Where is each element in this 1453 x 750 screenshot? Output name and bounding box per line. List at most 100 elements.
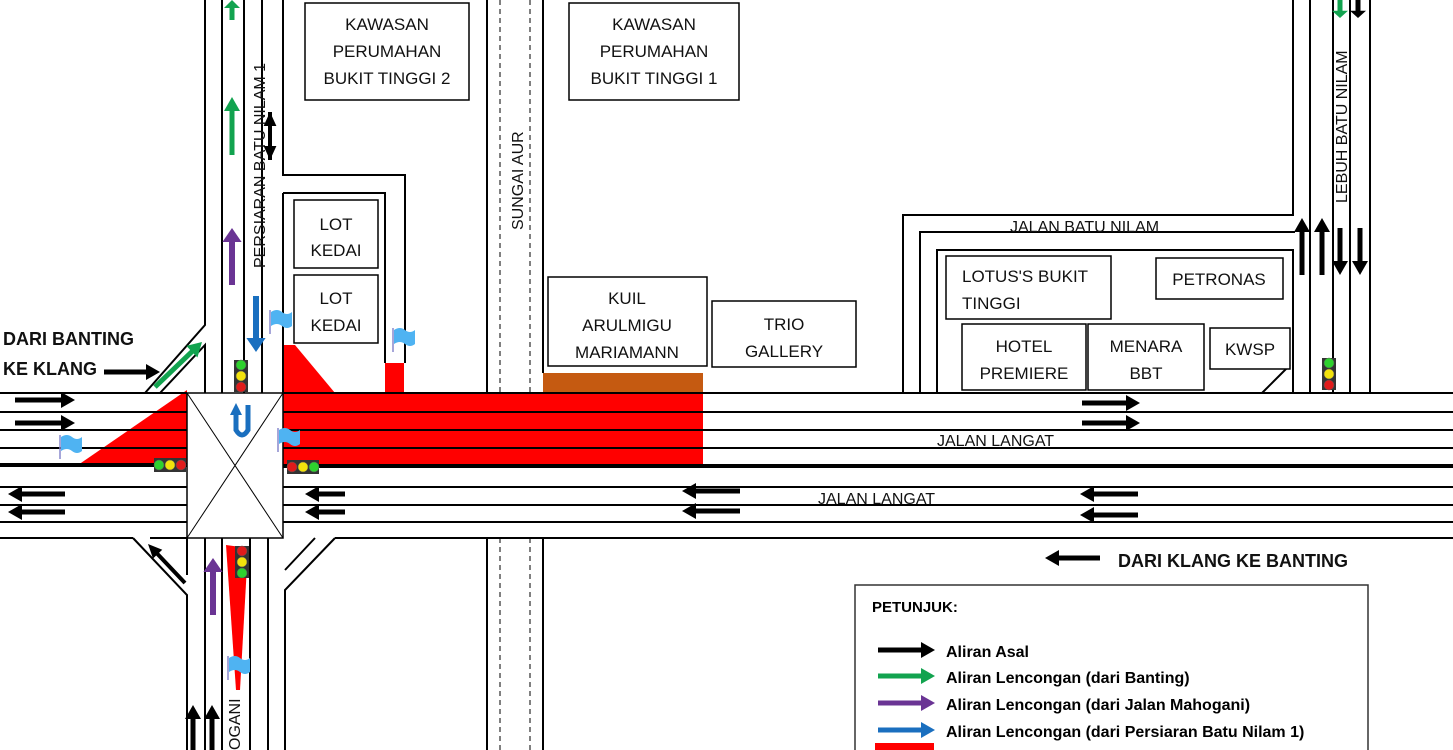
flow-arrow — [8, 504, 65, 520]
direction-from-banting: KE KLANG — [3, 359, 97, 379]
u-turn-arrow — [233, 405, 251, 438]
flag-icon — [269, 310, 292, 334]
road-label-jalan-batu-nilam: JALAN BATU NILAM — [1010, 219, 1159, 236]
legend: PETUNJUK: Aliran Asal Aliran Lencongan (… — [854, 584, 1369, 750]
traffic-light — [234, 359, 248, 393]
kawasan-1-label: BUKIT TINGGI 1 — [591, 69, 718, 88]
legend-title: PETUNJUK: — [872, 599, 958, 616]
flow-arrow — [222, 228, 242, 285]
flow-arrow — [203, 558, 223, 615]
flow-arrow — [15, 415, 75, 431]
road-label-sungai-aur: SUNGAI AUR — [510, 131, 527, 230]
lot-kedai-2-label: LOT — [319, 289, 352, 308]
flow-arrow — [1082, 415, 1140, 431]
legend-arrow-icon — [878, 722, 935, 738]
legend-item-banting: Aliran Lencongan (dari Banting) — [946, 670, 1190, 687]
flow-arrow — [305, 486, 345, 502]
flow-arrow — [1045, 550, 1100, 566]
road-label-jalan-langat: JALAN LANGAT — [818, 491, 935, 508]
building-hotel — [961, 323, 1087, 391]
flag-icon — [277, 428, 300, 452]
legend-arrow-icon — [878, 695, 935, 711]
brown-strip — [543, 373, 703, 393]
road-label-persiaran: PERSIARAN BATU NILAM 1 — [252, 63, 269, 268]
flow-arrow — [1332, 228, 1348, 275]
flow-arrow — [185, 705, 201, 750]
road-closure-areas — [78, 345, 703, 690]
flow-arrow — [148, 544, 187, 585]
flow-arrow — [224, 97, 240, 155]
flag-icon — [227, 656, 250, 680]
road-label-jalan-langat: JALAN LANGAT — [937, 433, 1054, 450]
sungai-aur-road — [486, 0, 544, 750]
jalan-mahogani-road — [132, 537, 336, 750]
building-kawasan-2 — [304, 2, 470, 101]
road-label-lebuh: LEBUH BATU NILAM — [1334, 50, 1351, 203]
flow-arrow — [1350, 0, 1366, 18]
flow-arrow — [15, 392, 75, 408]
legend-item-mahogani: Aliran Lencongan (dari Jalan Mahogani) — [946, 697, 1250, 714]
traffic-light — [153, 458, 187, 472]
lotus-label: TINGGI — [962, 294, 1021, 313]
traffic-light — [286, 460, 320, 474]
flags — [59, 310, 415, 680]
flow-arrow — [204, 705, 220, 750]
flow-arrows — [8, 0, 1368, 750]
flow-arrow — [682, 483, 740, 499]
flow-arrow — [263, 112, 277, 160]
menara-label: BBT — [1129, 364, 1162, 383]
flow-arrow — [1352, 228, 1368, 275]
flow-arrow — [224, 0, 240, 20]
building-trio — [711, 300, 857, 368]
kawasan-1-label: KAWASAN — [612, 15, 696, 34]
flow-arrow — [1080, 507, 1138, 523]
legend-arrow-icon — [878, 642, 935, 658]
petronas-label: PETRONAS — [1172, 270, 1266, 289]
flow-arrow — [8, 486, 65, 502]
closure-slip-road — [283, 345, 335, 393]
flow-arrow — [305, 504, 345, 520]
flow-arrow — [1082, 395, 1140, 411]
building-lot-kedai-1 — [293, 199, 379, 269]
building-lotus — [945, 255, 1112, 320]
kawasan-2-label: KAWASAN — [345, 15, 429, 34]
building-kawasan-1 — [568, 2, 740, 101]
trio-label: GALLERY — [745, 342, 823, 361]
flow-arrow — [1080, 486, 1138, 502]
building-menara — [1087, 323, 1205, 391]
hotel-label: PREMIERE — [980, 364, 1069, 383]
closure-left-triangle — [78, 390, 187, 465]
building-lot-kedai-2 — [293, 274, 379, 344]
legend-item-batu-nilam: Aliran Lencongan (dari Persiaran Batu Ni… — [946, 724, 1304, 741]
traffic-light — [235, 545, 249, 579]
flag-icon — [392, 328, 415, 352]
kwsp-label: KWSP — [1225, 340, 1275, 359]
lot-kedai-2-label: KEDAI — [310, 316, 361, 335]
direction-from-klang: DARI KLANG KE BANTING — [1118, 551, 1348, 571]
closure-side-entry — [385, 363, 404, 393]
flow-arrow — [153, 342, 202, 389]
lotus-label: LOTUS'S BUKIT — [962, 267, 1088, 286]
jalan-batu-nilam-road — [902, 0, 1371, 394]
building-petronas — [1155, 257, 1284, 300]
jalan-langat-road — [0, 392, 1453, 539]
flow-arrow — [682, 503, 740, 519]
menara-label: MENARA — [1110, 337, 1183, 356]
traffic-light — [1322, 357, 1336, 391]
hotel-label: HOTEL — [996, 337, 1053, 356]
building-kwsp — [1209, 327, 1291, 370]
persiaran-batu-nilam-road — [144, 0, 406, 394]
lot-kedai-1-label: LOT — [319, 215, 352, 234]
flow-arrow — [1294, 218, 1310, 275]
building-kuil — [547, 276, 708, 367]
flow-arrow — [104, 364, 160, 380]
legend-arrow-icon — [878, 668, 935, 684]
kawasan-2-label: BUKIT TINGGI 2 — [324, 69, 451, 88]
flow-arrow — [1332, 0, 1348, 18]
trio-label: TRIO — [764, 315, 805, 334]
direction-from-banting: DARI BANTING — [3, 329, 134, 349]
kawasan-2-label: PERUMAHAN — [333, 42, 442, 61]
kuil-label: KUIL — [608, 289, 646, 308]
closure-mahogani-wedge — [226, 545, 248, 690]
